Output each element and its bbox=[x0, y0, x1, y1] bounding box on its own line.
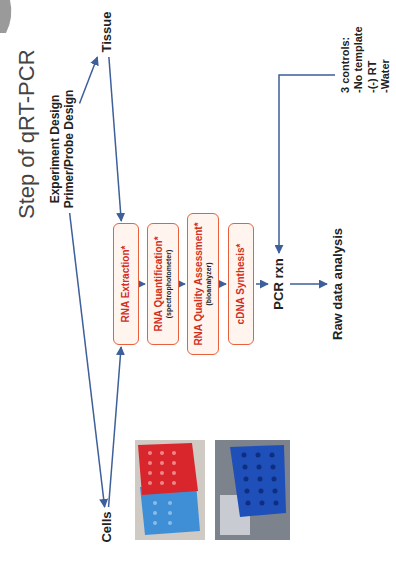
sample-label: Cells bbox=[98, 509, 116, 545]
design-heading: Experiment DesignPrimer/Probe Design bbox=[47, 87, 78, 211]
node-text: PCR rxn bbox=[271, 258, 287, 309]
flow-arrow bbox=[141, 283, 145, 285]
step-label: PCR rxn bbox=[270, 256, 288, 312]
flow-arrow bbox=[256, 283, 268, 285]
node-text: Tissue bbox=[99, 12, 115, 53]
node-text: Experiment Design bbox=[48, 95, 62, 204]
flow-arrow bbox=[290, 283, 327, 285]
node-text: Cells bbox=[99, 511, 115, 542]
instrument-note: (bioanalyzer) bbox=[205, 262, 213, 305]
flow-arrow bbox=[109, 57, 121, 221]
box-title: RNA Quantification* bbox=[153, 236, 165, 331]
process-box: RNA Quality Assessment*(bioanalyzer) bbox=[187, 213, 219, 355]
flow-arrow bbox=[279, 75, 335, 253]
box-title: RNA Extraction* bbox=[120, 246, 132, 323]
slide-title: Step of qRT-PCR bbox=[14, 49, 40, 219]
corner-photo bbox=[0, 0, 11, 33]
instrument-note: (spectrophotometer) bbox=[165, 250, 173, 318]
process-box: RNA Quantification*(spectrophotometer) bbox=[147, 223, 179, 345]
node-text: Raw data analysis bbox=[330, 228, 346, 340]
flow-arrow bbox=[221, 283, 226, 285]
node-text: -No template bbox=[352, 26, 365, 93]
node-text: -(-) RT bbox=[366, 61, 379, 93]
sample-label: Tissue bbox=[98, 9, 116, 55]
process-box: RNA Extraction* bbox=[113, 223, 139, 345]
flow-arrow bbox=[80, 57, 98, 104]
flow-arrow bbox=[109, 347, 122, 507]
box-title: RNA Quality Assessment* bbox=[193, 222, 205, 345]
node-text: -Water bbox=[379, 59, 392, 93]
box-title: cDNA Synthesis* bbox=[235, 244, 247, 325]
pcr-rack-photo bbox=[215, 440, 290, 540]
node-text: 3 controls: bbox=[339, 37, 352, 93]
controls-list: 3 controls:-No template-(-) RT-Water bbox=[338, 23, 393, 95]
flow-arrow bbox=[70, 213, 105, 507]
tube-rack-photo bbox=[135, 440, 205, 540]
node-text: Primer/Probe Design bbox=[62, 90, 76, 209]
process-box: cDNA Synthesis* bbox=[228, 223, 254, 345]
step-label: Raw data analysis bbox=[329, 226, 347, 343]
flow-arrow bbox=[181, 283, 185, 285]
